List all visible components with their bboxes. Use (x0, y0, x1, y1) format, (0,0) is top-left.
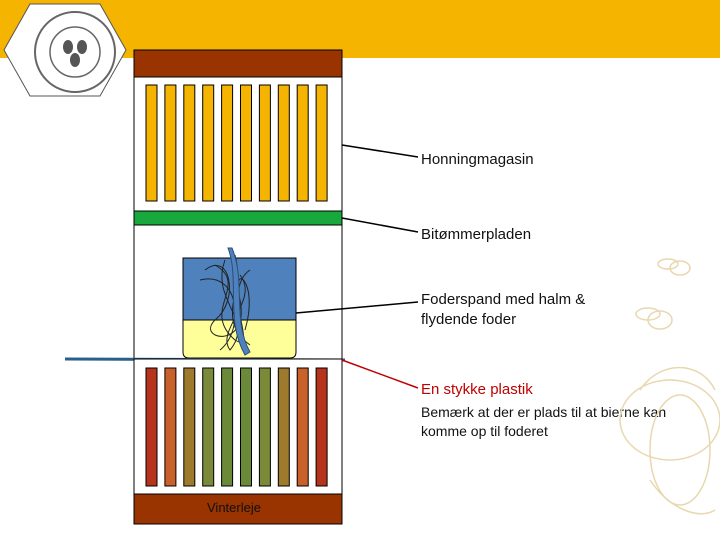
brood-frame-7 (258, 367, 271, 487)
label-feeder-line2: flydende foder (421, 311, 517, 328)
brood-frame-6 (240, 367, 252, 487)
honey-frame-10 (315, 84, 328, 202)
honey-frame-7 (258, 84, 271, 202)
queen-excluder (133, 210, 343, 226)
brood-frame-10 (315, 367, 328, 487)
brood-frame-1 (145, 367, 158, 487)
label-bottom: Vinterleje (207, 500, 261, 515)
brood-frame-8 (277, 367, 290, 487)
brood-frame-2 (164, 367, 177, 487)
label-plastic: En stykke plastik (421, 381, 533, 398)
honey-frame-6 (240, 84, 252, 202)
note-text: Bemærk at der er plads til at bierne kan… (421, 403, 711, 441)
bee-seal-logo (0, 0, 130, 100)
label-honey-super: Honningmagasin (421, 151, 534, 168)
honey-frames (145, 84, 328, 202)
leader-honey-super (341, 144, 419, 158)
bottom-board (133, 493, 343, 525)
honey-frame-4 (202, 84, 215, 202)
note-line1: Bemærk at der er plads til at bierne kan (421, 404, 667, 420)
brood-frame-9 (296, 367, 309, 487)
decorative-bees-watermark (619, 258, 720, 515)
label-queen-excluder: Bitømmerpladen (421, 226, 532, 243)
leader-excluder (341, 217, 419, 233)
honey-frame-2 (164, 84, 177, 202)
brood-frames (145, 367, 328, 487)
note-line2: komme op til foderet (421, 423, 548, 439)
label-feeder-line1: Foderspand med halm & (421, 291, 586, 308)
honey-frame-1 (145, 84, 158, 202)
brood-frame-3 (183, 367, 196, 487)
leader-plastic (341, 359, 419, 389)
brood-frame-5 (221, 367, 234, 487)
straw-blue (227, 247, 251, 356)
honey-frame-9 (296, 84, 309, 202)
honey-frame-5 (221, 84, 234, 202)
honey-frame-8 (277, 84, 290, 202)
honey-frame-3 (183, 84, 196, 202)
leader-feeder (295, 301, 419, 314)
brood-frame-4 (202, 367, 215, 487)
hive-roof (133, 49, 343, 78)
